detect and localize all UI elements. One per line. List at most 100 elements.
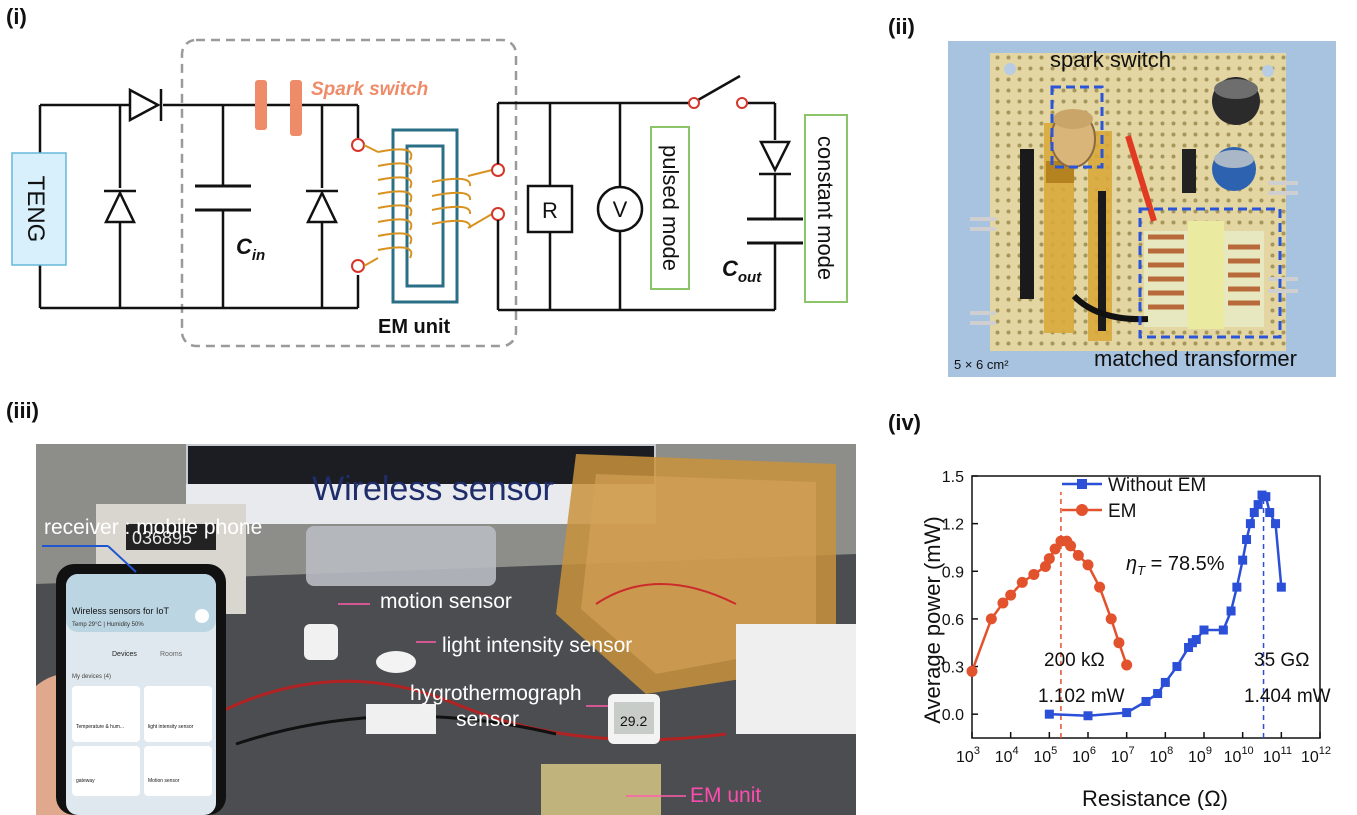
resistor-box	[526, 184, 574, 234]
black-resistor-left	[1020, 149, 1034, 299]
x-tick-label: 106	[1072, 745, 1096, 766]
data-point-em	[1072, 549, 1084, 561]
data-point-without-em	[1218, 625, 1228, 635]
data-point-em	[1065, 540, 1077, 552]
data-point-without-em	[1242, 535, 1252, 545]
y-tick-label: 1.2	[942, 517, 964, 534]
cout-capacitor-icon	[747, 217, 803, 245]
legend-marker-without-em	[1077, 479, 1087, 489]
phone-title: Wireless sensors for IoT	[72, 606, 170, 616]
em-resistance-annotation: 200 kΩ	[1044, 650, 1105, 671]
em-unit-photo-label: EM unit	[690, 784, 761, 807]
hygro-label-line1: hygrothermograph	[410, 682, 582, 705]
x-tick-label: 1011	[1263, 745, 1292, 766]
data-point-without-em	[1122, 708, 1132, 718]
x-tick-label: 105	[1033, 745, 1057, 766]
em-unit-board	[541, 764, 661, 815]
x-axis-label: Resistance (Ω)	[1082, 786, 1228, 810]
spark-switch-label: Spark switch	[311, 79, 428, 100]
data-point-without-em	[1276, 582, 1286, 592]
data-point-without-em	[1199, 625, 1209, 635]
panel-label-iv: (iv)	[888, 410, 921, 435]
y-tick-label: 0.6	[942, 612, 964, 629]
x-tick-label: 1012	[1301, 745, 1331, 766]
data-point-em	[1105, 613, 1117, 625]
meter-reading: 036895	[132, 528, 192, 548]
x-tick-label: 1010	[1224, 745, 1254, 766]
data-point-without-em	[1141, 696, 1151, 706]
transformer-core-outer	[391, 128, 459, 304]
data-point-em	[1082, 559, 1094, 571]
board-size-label: 5 × 6 cm²	[954, 357, 1009, 372]
data-point-without-em	[1245, 519, 1255, 529]
data-point-em	[1113, 637, 1125, 649]
voltmeter-label: V	[613, 197, 628, 222]
phone-tab-rooms: Rooms	[160, 651, 183, 658]
efficiency-annotation: ηT = 78.5%	[1126, 553, 1225, 578]
series-diode-icon	[128, 87, 163, 123]
legend-label-without-em: Without EM	[1108, 475, 1206, 496]
switch-contact-left	[688, 97, 700, 109]
data-point-em	[997, 597, 1009, 609]
data-point-without-em	[1153, 689, 1163, 699]
data-point-without-em	[1265, 508, 1275, 518]
data-point-without-em	[1160, 677, 1170, 687]
y-tick-label: 1.5	[942, 469, 964, 486]
secondary-terminal-top	[491, 163, 505, 177]
right-wiring	[496, 74, 777, 312]
spark-switch-plate-left	[255, 80, 267, 130]
diode-icon-2	[306, 189, 338, 224]
panel-label-i: (i)	[6, 4, 27, 29]
em-unit-dashed-box	[180, 38, 518, 348]
x-tick-label: 104	[995, 745, 1019, 766]
primary-terminal-top	[351, 138, 365, 152]
data-point-em	[1049, 543, 1061, 555]
phone-subtitle: Temp 29°C | Humidity 50%	[72, 622, 144, 628]
em-power-annotation: 1.102 mW	[1038, 686, 1125, 707]
constant-mode-label: constant mode	[813, 136, 838, 280]
chart-legend: Without EM EM	[1062, 475, 1206, 522]
data-point-without-em	[1238, 555, 1248, 565]
noem-power-annotation: 1.404 mW	[1244, 686, 1331, 707]
data-point-without-em	[1253, 500, 1263, 510]
motion-sensor-device	[304, 624, 338, 660]
phone-card-4: Motion sensor	[148, 778, 180, 784]
data-point-em	[985, 613, 997, 625]
board-photo-drawing: spark switch matched transformer 5 × 6 c…	[954, 47, 1298, 372]
motion-sensor-label: motion sensor	[380, 590, 512, 613]
data-point-em	[1028, 568, 1040, 580]
data-point-em	[966, 665, 978, 677]
data-point-without-em	[1261, 492, 1271, 502]
data-point-without-em	[1232, 582, 1242, 592]
secondary-coil-icon	[431, 169, 493, 229]
data-point-without-em	[1271, 519, 1281, 529]
data-point-without-em	[1044, 709, 1054, 719]
x-tick-label: 103	[956, 745, 980, 766]
resistor-label: R	[542, 198, 558, 223]
phone-card-1: Temperature & hum...	[76, 724, 124, 730]
data-point-em	[1005, 589, 1017, 601]
transformer-highlight	[1138, 207, 1282, 339]
data-point-em	[1121, 659, 1133, 671]
noem-resistance-annotation: 35 GΩ	[1254, 650, 1309, 671]
phone-card-3: gateway	[76, 778, 95, 784]
board-transformer-label: matched transformer	[1094, 346, 1297, 371]
y-tick-label: 0.3	[942, 660, 964, 677]
receiver-label: receiver : mobile phone	[44, 516, 262, 539]
secondary-terminal-bottom	[491, 207, 505, 221]
cout-label: Cout	[722, 256, 762, 286]
circuit-diagram: TENG Cin Spark switch EM unit	[11, 38, 848, 348]
chart-axes	[971, 475, 1321, 739]
diode-icon-1	[104, 189, 136, 224]
teng-label: TENG	[22, 176, 49, 243]
primary-coil-icon	[363, 144, 413, 267]
board-spark-switch-label: spark switch	[1050, 47, 1171, 72]
transformer-core-inner	[405, 144, 445, 288]
x-tick-label: 107	[1111, 745, 1135, 766]
phone-card-2: light intensity sensor	[148, 724, 194, 730]
pulsed-mode-box	[650, 126, 690, 290]
y-tick-label: 0.9	[942, 564, 964, 581]
plot-frame	[971, 475, 1321, 739]
